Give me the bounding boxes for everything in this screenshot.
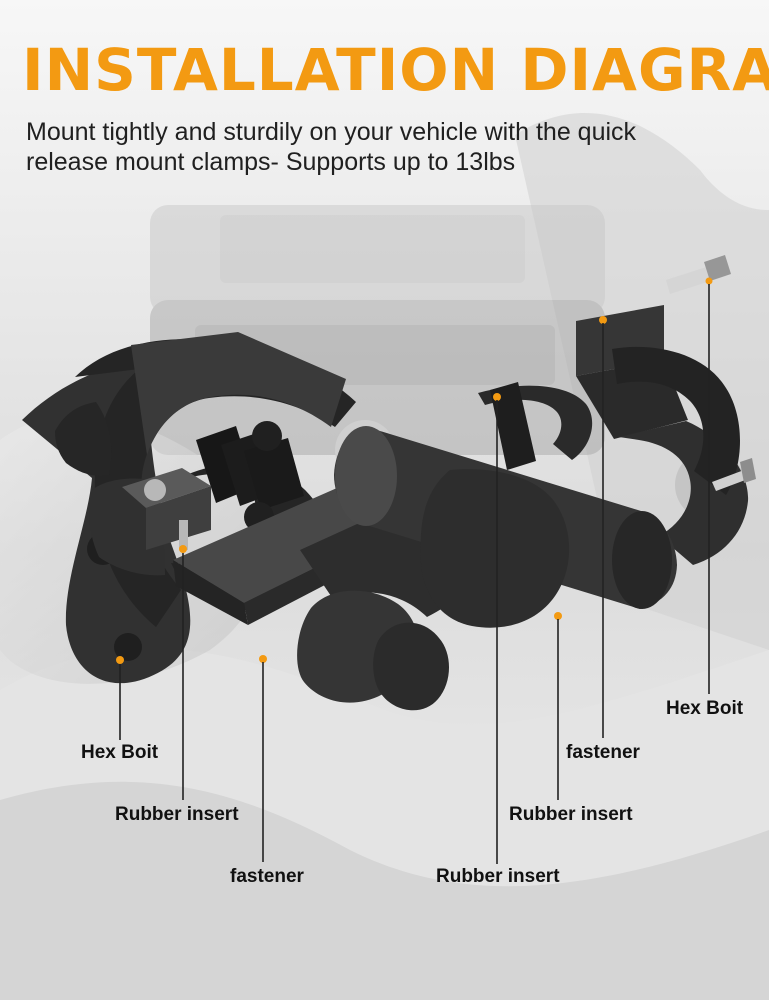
label-right-hex-bolt: Hex Boit <box>666 698 744 719</box>
leader-lines <box>119 284 710 864</box>
tube-and-rubber-inserts <box>334 382 677 628</box>
label-right-rubber-insert-upper: Rubber insert <box>509 804 633 825</box>
label-left-fastener: fastener <box>230 866 304 887</box>
left-quick-release-clamp <box>22 332 356 684</box>
label-right-rubber-insert-lower: Rubber insert <box>436 866 560 887</box>
page-subtitle: Mount tightly and sturdily on your vehic… <box>26 118 637 176</box>
label-right-fastener: fastener <box>566 742 640 763</box>
label-left-rubber-insert: Rubber insert <box>115 804 239 825</box>
label-left-hex-bolt: Hex Boit <box>81 742 159 763</box>
right-quick-release-clamp <box>576 255 756 565</box>
page-title: INSTALLATION DIAGRAM <box>22 36 769 104</box>
